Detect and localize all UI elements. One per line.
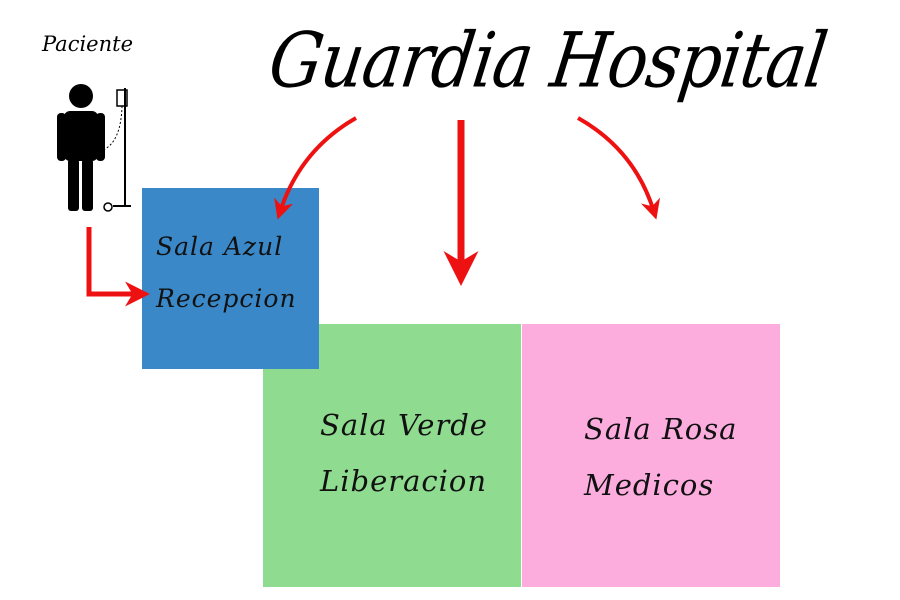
- diagram-title: Guardia Hospital: [263, 16, 832, 105]
- room-sala-rosa: Sala Rosa Medicos: [522, 324, 780, 587]
- patient-label: Paciente: [42, 32, 134, 56]
- room-name: Sala Rosa: [584, 412, 738, 446]
- room-name: Sala Verde: [320, 408, 488, 442]
- room-role: Medicos: [584, 468, 715, 502]
- room-role: Liberacion: [320, 464, 488, 498]
- patient-with-iv-icon: [57, 84, 131, 212]
- room-name: Sala Azul: [156, 232, 284, 261]
- room-role: Recepcion: [156, 284, 297, 313]
- room-sala-azul: Sala Azul Recepcion: [142, 188, 319, 369]
- arrow-patient-to-sala-azul: [86, 227, 150, 307]
- arrow-title-to-right: [577, 116, 661, 220]
- room-sala-verde: Sala Verde Liberacion: [263, 324, 521, 587]
